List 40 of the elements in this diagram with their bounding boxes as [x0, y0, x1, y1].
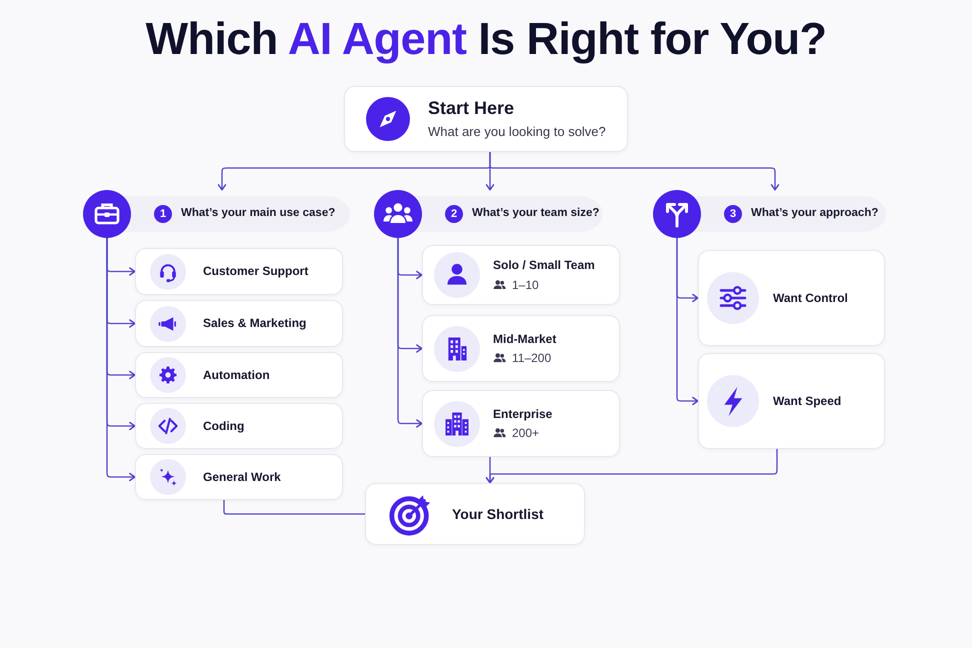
option-card [135, 248, 343, 295]
option-label: Want Speed [773, 394, 842, 408]
step-number: 2 [445, 205, 463, 223]
connector-arrow [397, 238, 422, 428]
connector-arrow [676, 238, 698, 406]
question-text: What’s your team size? [472, 207, 600, 221]
diagram-heading: Which AI Agent Is Right for You? [146, 14, 826, 64]
option-label: Automation [203, 368, 270, 382]
option-label: Customer Support [203, 264, 308, 279]
connector-arrow [486, 449, 778, 484]
option-card [135, 300, 343, 347]
team-size-card [422, 390, 620, 457]
option-label: Coding [203, 418, 244, 434]
card-title: Enterprise [493, 406, 552, 421]
question-text: What’s your main use case? [181, 207, 336, 221]
shortlist-card [365, 483, 585, 545]
team-size-range: 11–200 [512, 351, 552, 366]
option-card [135, 403, 343, 449]
option-label: Sales & Marketing [203, 316, 306, 331]
question-text: What’s your approach? [751, 207, 878, 221]
option-card [135, 454, 343, 500]
start-card [344, 86, 628, 152]
team-size-card [422, 245, 620, 305]
team-size-card [422, 315, 620, 382]
option-label: General Work [203, 470, 281, 484]
connector-arrow [106, 238, 136, 482]
card-title: Start Here [428, 98, 514, 120]
approach-card [698, 250, 885, 346]
step-number: 1 [154, 205, 172, 223]
option-label: Want Control [773, 290, 848, 306]
connector-arrow [489, 152, 780, 190]
card-title: Mid-Market [493, 332, 556, 346]
card-title: Solo / Small Team [493, 258, 595, 272]
step-number: 3 [724, 205, 742, 223]
team-size-range: 1–10 [512, 278, 539, 292]
approach-card [698, 353, 885, 449]
team-size-range: 200+ [512, 426, 540, 440]
card-subtitle: What are you looking to solve? [428, 124, 606, 140]
option-card [135, 352, 343, 398]
shortlist-label: Your Shortlist [452, 506, 544, 522]
